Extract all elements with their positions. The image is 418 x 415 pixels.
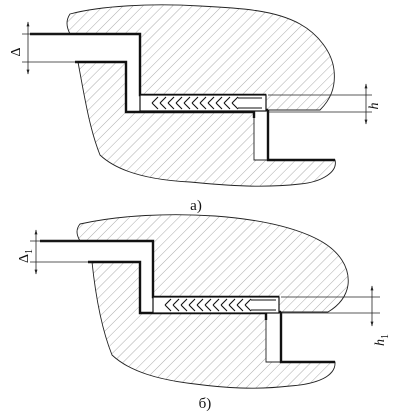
caption-b: б) xyxy=(199,396,212,412)
lower-part-b xyxy=(91,261,336,389)
figure-a: Δ h а) xyxy=(9,4,382,214)
dimension-delta1-b: Δ1 xyxy=(17,229,92,275)
lower-part-a xyxy=(77,61,336,187)
delta1-label: Δ1 xyxy=(17,249,35,263)
caption-a: а) xyxy=(190,198,202,214)
dimension-h-a: h xyxy=(268,83,382,125)
h-label: h xyxy=(367,103,382,110)
dimension-h1-b: h1 xyxy=(281,285,391,346)
h1-label: h1 xyxy=(373,334,391,346)
chevron-seal-a xyxy=(151,96,262,110)
delta-label: Δ xyxy=(9,47,24,56)
chevron-seal-b xyxy=(164,298,276,312)
figure-b: Δ1 h1 б) xyxy=(17,214,391,412)
dimension-delta-a: Δ xyxy=(9,21,78,75)
